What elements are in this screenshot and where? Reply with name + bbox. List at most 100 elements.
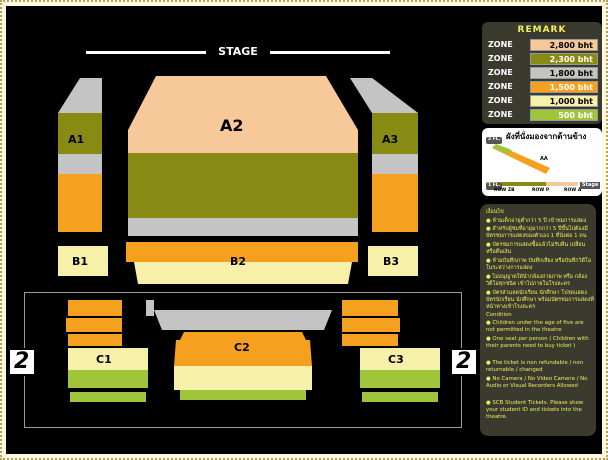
conditions-heading-en: Condition	[486, 312, 512, 318]
remark-row: ZONE 1,800 bht	[486, 67, 600, 81]
zone-c3-row-1	[342, 300, 398, 316]
condition-th-4: ● ห้ามบันทึกภาพ บันทึกเสียง หรือบันทึกวิ…	[486, 258, 592, 271]
zone-a2-back-seats	[128, 76, 358, 153]
condition-th-2: ● สำหรับผู้ชมที่อายุมากกว่า 5 ปีขึ้นไปต้…	[486, 226, 588, 239]
stage-tag: Stage	[580, 182, 601, 189]
zone-c-shape[interactable]	[6, 6, 602, 454]
floor-2-badge-left: 2	[8, 348, 36, 376]
remark-zone-label: ZONE	[488, 68, 513, 77]
zone-b1-shape	[58, 246, 108, 276]
zone-b3-shape	[368, 246, 418, 276]
zone-b2-back	[134, 262, 352, 284]
row-zb-label: ROW ZB	[494, 188, 515, 193]
stage-line-left	[86, 51, 206, 54]
zone-a2-middle-seats	[128, 153, 358, 218]
side-view-panel: ผังที่นั่งมองจากด้านข้าง 2 FL. AA 1 FL. …	[482, 128, 602, 196]
zone-a2-shape[interactable]	[6, 6, 602, 454]
zone-c1-row-3	[68, 334, 122, 346]
remark-row: ZONE 500 bht	[486, 109, 600, 123]
stage-label: STAGE	[218, 45, 258, 58]
zone-b2-front	[126, 242, 358, 262]
remark-zone-price: 2,800 bht	[549, 41, 593, 50]
condition-th-1: ● ห้ามเด็กอายุต่ำกว่า 5 ปี เข้าชมการแสดง	[486, 218, 587, 224]
remark-zone-price: 1,000 bht	[549, 97, 593, 106]
zone-c3-row-5	[360, 370, 440, 388]
zone-b3-label: B3	[383, 255, 400, 268]
condition-en-4: ● No Camera / No Video Camera / No Audio…	[486, 376, 588, 389]
floor-2-badge-left-text: 2	[14, 349, 30, 374]
zone-a1-mid	[58, 113, 102, 154]
condition-en-5: ● SCB Student Tickets. Please show your …	[486, 400, 584, 420]
remark-title: REMARK	[517, 25, 567, 35]
row-a-label: ROW A	[564, 188, 582, 193]
zone-c1-label: C1	[96, 353, 112, 366]
floor-2-tag: 2 FL.	[486, 137, 503, 144]
condition-en-2: ● One seat per person ( Children with th…	[486, 336, 589, 349]
zone-c1-row-1	[68, 300, 122, 316]
condition-en-3: ● The ticket is non refundable / non ret…	[486, 360, 584, 373]
remark-zone-swatch: 2,300 bht	[530, 53, 598, 65]
remark-row: ZONE 1,500 bht	[486, 81, 600, 95]
zone-c3-row-6	[362, 392, 438, 402]
zone-a1-top	[58, 78, 102, 113]
condition-th-3: ● บัตรชมการแสดงซื้อแล้วไม่รับคืน เปลี่ยน…	[486, 242, 586, 255]
floor-2-badge-right-text: 2	[456, 349, 472, 374]
remark-row: ZONE 1,000 bht	[486, 95, 600, 109]
remark-zone-swatch: 1,800 bht	[530, 67, 598, 79]
zone-c2-left	[146, 300, 154, 316]
zone-a2-label: A2	[220, 116, 244, 135]
zone-a3-label: A3	[382, 133, 399, 146]
zone-c2-row-4	[180, 390, 306, 400]
remark-zone-price: 500 bht	[558, 111, 593, 120]
zone-c2-row-3	[174, 366, 312, 390]
remark-zone-swatch: 1,000 bht	[530, 95, 598, 107]
zone-c3-label: C3	[388, 353, 404, 366]
stalls-olive	[492, 182, 546, 186]
zone-a1-bottom	[58, 174, 102, 232]
zone-b1-label: B1	[72, 255, 89, 268]
zone-a2-front-seats	[128, 218, 358, 236]
zone-c2-row-2	[174, 340, 312, 366]
zone-c3-row-2	[342, 318, 400, 332]
conditions-heading-th: เงื่อนไข	[486, 209, 504, 215]
balcony-cap	[492, 144, 512, 154]
remark-zone-price: 1,800 bht	[549, 69, 593, 78]
remark-row: ZONE 2,300 bht	[486, 53, 600, 67]
remark-zone-price: 1,500 bht	[549, 83, 593, 92]
remark-zone-label: ZONE	[488, 96, 513, 105]
zone-c1-row-2	[66, 318, 122, 332]
floor-2-badge-right: 2	[450, 348, 478, 376]
row-p-label: ROW P	[532, 188, 550, 193]
zone-a3-mid	[372, 113, 418, 154]
remark-zone-label: ZONE	[488, 40, 513, 49]
remark-zone-label: ZONE	[488, 110, 513, 119]
conditions-panel: เงื่อนไข ● ห้ามเด็กอายุต่ำกว่า 5 ปี เข้า…	[480, 204, 596, 436]
zone-c2-back	[154, 310, 332, 330]
stage-line-right	[270, 51, 390, 54]
remark-zone-swatch: 500 bht	[530, 109, 598, 121]
zone-a1-mid2	[58, 154, 102, 174]
remark-zone-swatch: 1,500 bht	[530, 81, 598, 93]
remark-zone-label: ZONE	[488, 54, 513, 63]
aa-label: AA	[540, 156, 548, 162]
zone-c1-row-5	[68, 370, 148, 388]
zone-b2-label: B2	[230, 255, 247, 268]
zone-a1-label: A1	[68, 133, 85, 146]
zone-c3-row-4	[360, 348, 440, 370]
remark-zone-price: 2,300 bht	[549, 55, 593, 64]
condition-en-1: ● Children under the age of five are not…	[486, 320, 584, 333]
stalls-peach	[546, 182, 578, 186]
floor-1-tag: 1 FL.	[486, 183, 503, 190]
zone-c2-label: C2	[234, 341, 250, 354]
seating-chart: STAGE A2 A1 A3 B1 B2 B3	[6, 6, 602, 454]
condition-th-6: ● บัตรส่วนลดนักเรียน นักศึกษา โปรดแสดงบั…	[486, 290, 594, 310]
side-view-title: ผังที่นั่งมองจากด้านข้าง	[506, 132, 587, 141]
zone-c1-row-6	[70, 392, 146, 402]
remark-zone-label: ZONE	[488, 82, 513, 91]
zone-c3-row-3	[342, 334, 398, 346]
zone-a3-mid2	[372, 154, 418, 174]
zone-c2-row-1	[180, 332, 306, 340]
